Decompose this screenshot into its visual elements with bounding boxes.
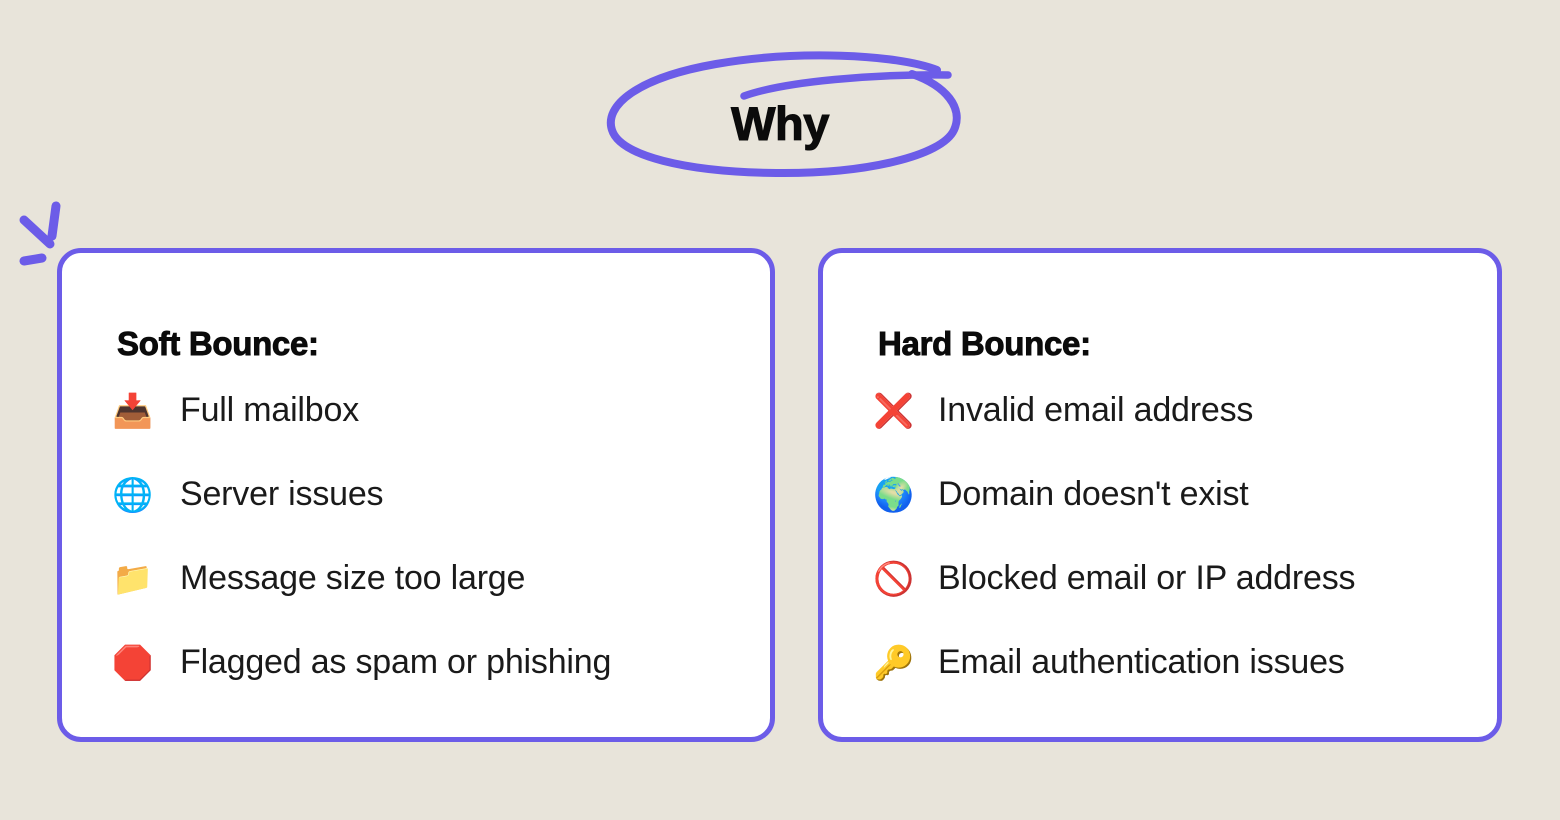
list-item-label: Flagged as spam or phishing	[180, 642, 612, 681]
card-hard-bounce: Hard Bounce: ❌ Invalid email address 🌍 D…	[818, 248, 1502, 742]
list-item-label: Message size too large	[180, 558, 526, 597]
list-item: 🌐 Server issues	[112, 452, 750, 536]
list-item: 🌍 Domain doesn't exist	[873, 452, 1477, 536]
list-item-label: Email authentication issues	[938, 642, 1345, 681]
card-title-soft-bounce: Soft Bounce:	[117, 325, 320, 363]
list-item-label: Domain doesn't exist	[938, 474, 1249, 513]
globe-meridians-icon: 🌐	[112, 474, 154, 514]
stop-sign-icon: 🛑	[112, 642, 154, 682]
page-title: Why	[731, 96, 830, 150]
list-item: 🛑 Flagged as spam or phishing	[112, 620, 750, 704]
prohibited-sign-icon: 🚫	[873, 558, 915, 598]
list-item-label: Full mailbox	[180, 390, 359, 429]
key-icon: 🔑	[873, 642, 915, 682]
card-soft-bounce: Soft Bounce: 📥 Full mailbox 🌐 Server iss…	[57, 248, 775, 742]
title-block: Why	[0, 30, 1560, 190]
list-item: 🔑 Email authentication issues	[873, 620, 1477, 704]
cross-mark-icon: ❌	[873, 390, 915, 430]
list-item: 🚫 Blocked email or IP address	[873, 536, 1477, 620]
list-hard-bounce-causes: ❌ Invalid email address 🌍 Domain doesn't…	[873, 368, 1477, 704]
list-item: ❌ Invalid email address	[873, 368, 1477, 452]
inbox-tray-icon: 📥	[112, 390, 154, 430]
list-item: 📥 Full mailbox	[112, 368, 750, 452]
list-item-label: Invalid email address	[938, 390, 1254, 429]
earth-globe-europe-africa-icon: 🌍	[873, 474, 915, 514]
folder-icon: 📁	[112, 558, 154, 598]
card-title-hard-bounce: Hard Bounce:	[878, 325, 1092, 363]
list-item: 📁 Message size too large	[112, 536, 750, 620]
list-soft-bounce-causes: 📥 Full mailbox 🌐 Server issues 📁 Message…	[112, 368, 750, 704]
list-item-label: Blocked email or IP address	[938, 558, 1356, 597]
list-item-label: Server issues	[180, 474, 384, 513]
